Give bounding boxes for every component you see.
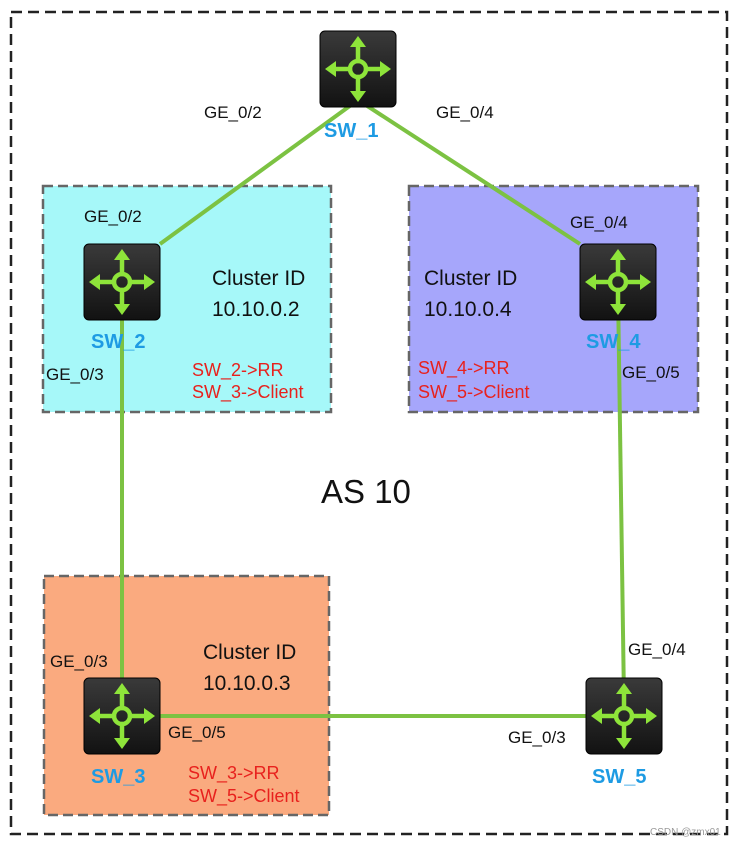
role-rr-sw3: SW_3->RR — [188, 763, 280, 783]
link-sw1-sw2 — [158, 98, 360, 246]
cluster-id-value-sw2: 10.10.0.2 — [212, 298, 300, 321]
cluster-id-title-sw4: Cluster ID — [424, 267, 518, 290]
cluster-id-title-sw3: Cluster ID — [203, 641, 297, 664]
switch-label-sw3: SW_3 — [91, 766, 146, 788]
role-client-sw3: SW_5->Client — [188, 786, 300, 806]
as-boundary — [9, 10, 729, 836]
cluster-id-title-sw2: Cluster ID — [212, 267, 306, 290]
switch-icon[interactable] — [84, 244, 160, 320]
port-label-sw4-ge05: GE_0/5 — [622, 363, 680, 382]
as-label: AS 10 — [321, 473, 411, 510]
switch-icon[interactable] — [580, 244, 656, 320]
switch-label-sw1: SW_1 — [324, 120, 379, 142]
port-label-sw2-ge02: GE_0/2 — [84, 207, 142, 226]
watermark: CSDN @zmx01 — [650, 827, 721, 838]
port-label-sw5-ge04: GE_0/4 — [628, 640, 686, 659]
switch-label-sw5: SW_5 — [592, 766, 647, 788]
port-label-sw3-ge03: GE_0/3 — [50, 652, 108, 671]
port-label-sw2-ge03: GE_0/3 — [46, 365, 104, 384]
port-label-sw1-ge02: GE_0/2 — [204, 103, 262, 122]
port-label-sw1-ge04: GE_0/4 — [436, 103, 494, 122]
role-client-sw4: SW_5->Client — [418, 382, 530, 402]
cluster-id-value-sw4: 10.10.0.4 — [424, 298, 512, 321]
switch-icon[interactable] — [586, 678, 662, 754]
switch-icon[interactable] — [84, 678, 160, 754]
port-label-sw4-ge04: GE_0/4 — [570, 213, 628, 232]
role-client-sw2: SW_3->Client — [192, 382, 304, 402]
role-rr-sw2: SW_2->RR — [192, 360, 284, 380]
port-label-sw3-ge05: GE_0/5 — [168, 723, 226, 742]
switch-label-sw4: SW_4 — [586, 331, 641, 353]
link-sw1-sw4 — [356, 98, 582, 246]
cluster-id-value-sw3: 10.10.0.3 — [203, 672, 291, 695]
switch-label-sw2: SW_2 — [91, 331, 146, 353]
link-sw4-sw5 — [616, 289, 626, 701]
role-rr-sw4: SW_4->RR — [418, 358, 510, 378]
port-label-sw5-ge03: GE_0/3 — [508, 728, 566, 747]
switch-icon[interactable] — [320, 31, 396, 107]
